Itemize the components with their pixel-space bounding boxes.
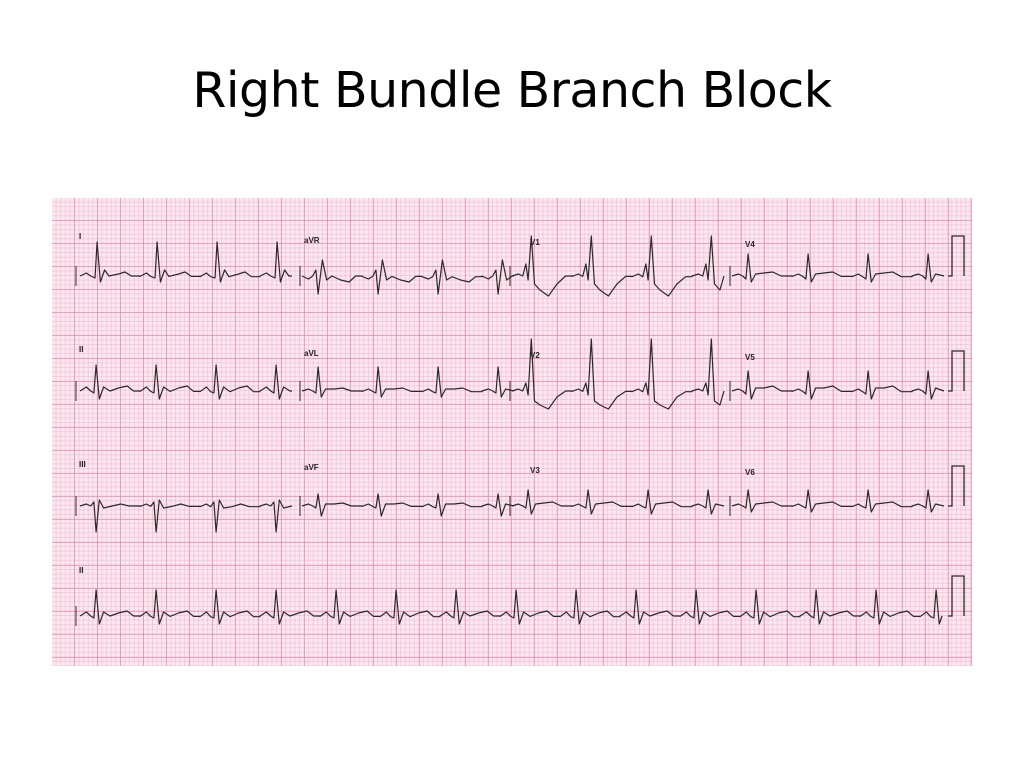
lead-label-v6: V6 xyxy=(745,468,755,477)
ecg-trace-avr xyxy=(301,259,514,295)
ecg-trace-avl xyxy=(301,366,515,398)
ecg-traces xyxy=(75,235,965,626)
ecg-trace-avf xyxy=(301,493,515,517)
ecg-trace-rhythm-ii xyxy=(79,589,943,625)
calibration-pulse-2 xyxy=(948,350,965,392)
lead-label-avl: aVL xyxy=(304,349,319,358)
ecg-trace-v1 xyxy=(511,235,725,297)
lead-label-v5: V5 xyxy=(745,353,755,362)
lead-label-avf: aVF xyxy=(304,463,319,472)
slide-title: Right Bundle Branch Block xyxy=(192,62,832,119)
ecg-trace-v4 xyxy=(731,253,945,283)
ecg-trace-iii xyxy=(79,499,293,533)
lead-label-v4: V4 xyxy=(745,240,755,249)
lead-label-ii: II xyxy=(79,345,84,354)
ecg-trace-v3 xyxy=(511,489,725,515)
lead-label-v2: V2 xyxy=(530,351,540,360)
ecg-trace-ii xyxy=(79,364,292,400)
lead-label-iii: III xyxy=(79,460,86,469)
lead-label-i: I xyxy=(79,232,82,241)
lead-label-v3: V3 xyxy=(530,466,540,475)
ecg-trace-i xyxy=(79,241,292,283)
ecg-strip: I aVR V1 V4 II aVL V2 V5 III aVF V3 V6 I… xyxy=(52,198,972,666)
ecg-trace-v5 xyxy=(731,370,945,400)
calibration-pulse-1 xyxy=(948,235,965,277)
calibration-pulse-3 xyxy=(948,465,965,507)
ecg-trace-v2 xyxy=(511,338,725,410)
lead-label-v1: V1 xyxy=(530,238,540,247)
calibration-pulse-4 xyxy=(948,575,965,617)
lead-label-rhythm-ii: II xyxy=(79,566,84,575)
lead-label-avr: aVR xyxy=(304,236,320,245)
ecg-trace-v6 xyxy=(731,489,945,513)
